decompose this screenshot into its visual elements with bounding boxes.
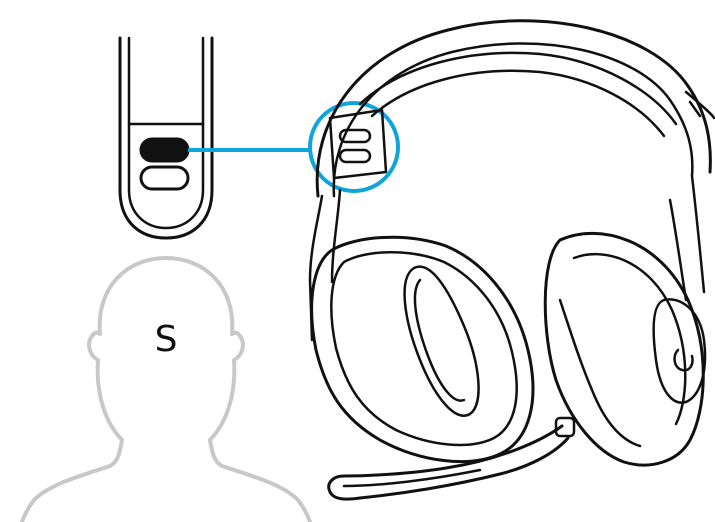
slider-detail [120,38,212,238]
callout [188,103,398,191]
slider-slot-selected [141,139,188,161]
head-silhouette [22,258,310,522]
headset-illustration [310,21,714,499]
size-label: S [128,322,204,358]
slider-slot-lower [141,167,188,189]
